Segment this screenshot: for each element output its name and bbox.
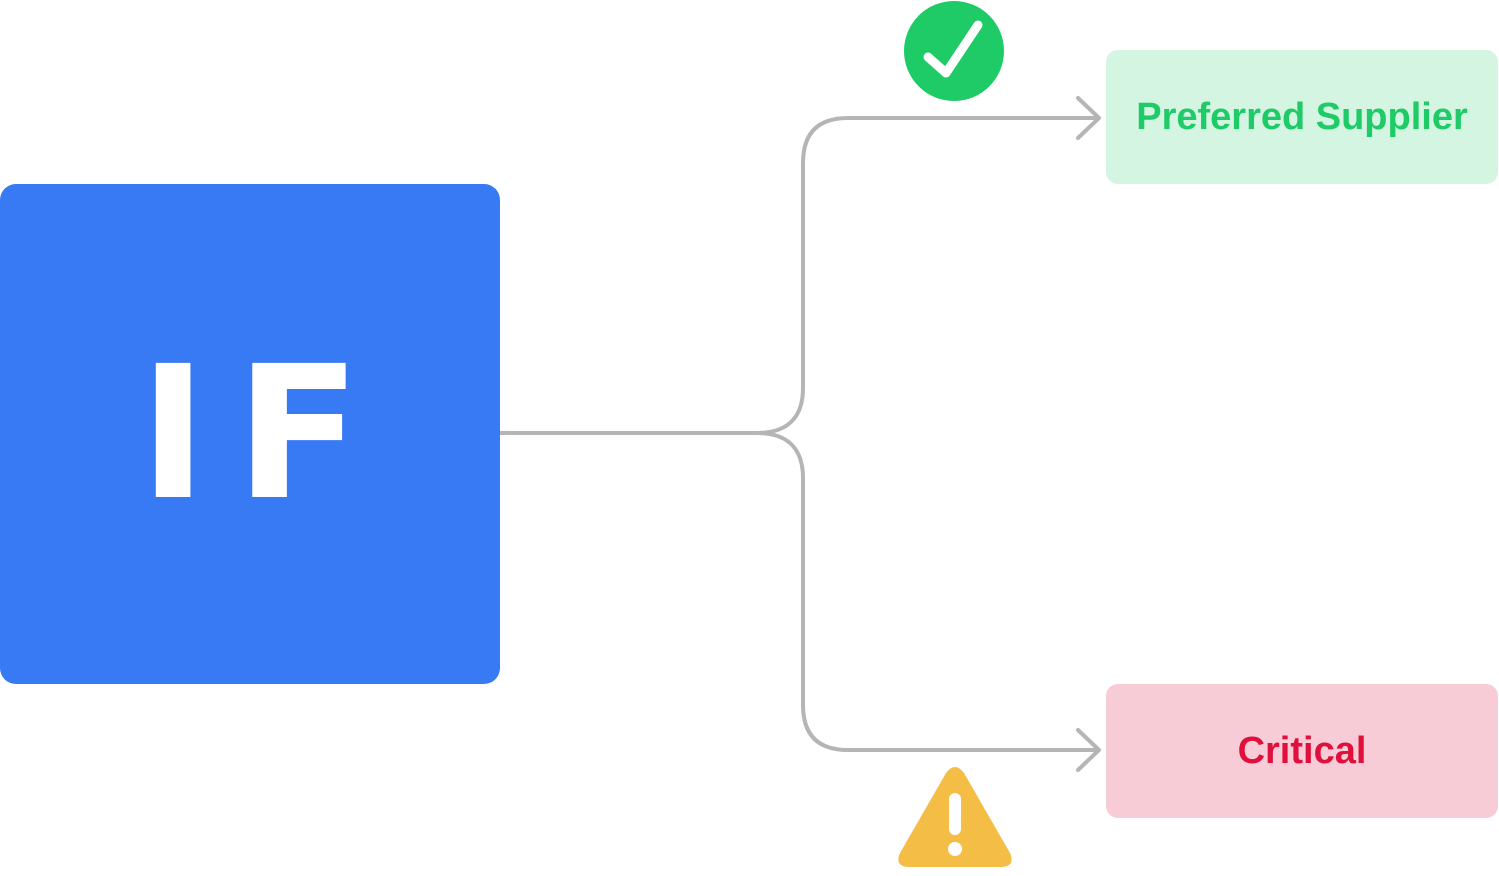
outcome-preferred-supplier[interactable]: Preferred Supplier (1106, 50, 1498, 184)
if-condition-label: IF (138, 327, 390, 541)
connector-upper-branch (755, 116, 1100, 435)
if-condition-block[interactable]: IF (0, 184, 500, 684)
connector-lower-branch (755, 431, 1100, 752)
outcome-preferred-supplier-label: Preferred Supplier (1136, 95, 1468, 138)
arrowhead-lower (1076, 728, 1101, 772)
warning-triangle-icon (898, 767, 1012, 867)
outcome-critical[interactable]: Critical (1106, 684, 1498, 818)
outcome-critical-label: Critical (1237, 729, 1367, 772)
arrowhead-upper (1076, 96, 1101, 140)
check-circle-icon (904, 1, 1004, 101)
